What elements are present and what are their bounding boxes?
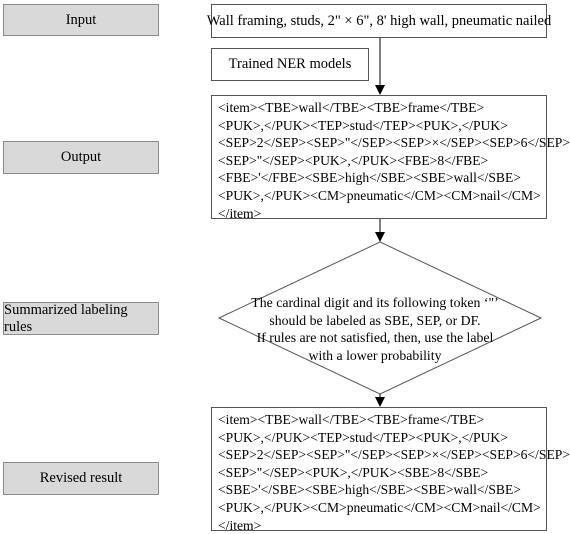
flow-connectors — [217, 38, 543, 407]
rule-line: with a lower probability — [308, 347, 442, 363]
revised-box: <item><TBE>wall</TBE><TBE>frame</TBE> <P… — [211, 407, 570, 533]
revised-line: <item><TBE>wall</TBE><TBE>frame</TBE> — [218, 412, 485, 427]
output-line: <PUK>,</PUK><CM>pneumatic</CM><CM>nail</… — [218, 187, 541, 203]
rule-line: should be labeled as SBE, SEP, or DF. — [269, 312, 481, 328]
revised-line: <PUK>,</PUK><CM>pneumatic</CM><CM>nail</… — [218, 499, 541, 515]
output-box: <item><TBE>wall</TBE><TBE>frame</TBE> <P… — [211, 95, 570, 221]
stage-revised-label: Revised result — [3, 462, 159, 495]
input-text: Wall framing, studs, 2" × 6", 8' high wa… — [206, 12, 552, 29]
rule-line: If rules are not satisfied, then, use th… — [256, 330, 494, 345]
revised-line: <SEP>2</SEP><SEP>"</SEP><SEP>×</SEP><SEP… — [218, 447, 570, 463]
revised-line: <SEP>"</SEP><PUK>,</PUK><SBE>8</SBE> — [218, 464, 489, 480]
rules-text: The cardinal digit and its following tok… — [223, 294, 527, 364]
output-line: </item> — [218, 205, 262, 221]
rule-line: The cardinal digit and its following tok… — [251, 295, 499, 310]
ner-model-box: Trained NER models — [211, 48, 369, 81]
stage-output-label: Output — [3, 141, 159, 174]
revised-line: </item> — [218, 517, 262, 533]
stage-rules-label: Summarized labeling rules — [3, 302, 159, 335]
revised-line: <PUK>,</PUK><TEP>stud</TEP><PUK>,</PUK> — [218, 429, 508, 445]
revised-line: <SBE>'</SBE><SBE>high</SBE><SBE>wall</SB… — [218, 482, 521, 498]
model-text: Trained NER models — [228, 56, 352, 72]
output-line: <SEP>"</SEP><PUK>,</PUK><FBE>8</FBE> — [218, 152, 489, 168]
output-line: <SEP>2</SEP><SEP>"</SEP><SEP>×</SEP><SEP… — [218, 135, 570, 151]
stage-input-label: Input — [3, 4, 159, 36]
output-line: <FBE>'</FBE><SBE>high</SBE><SBE>wall</SB… — [218, 170, 521, 186]
input-box: Wall framing, studs, 2" × 6", 8' high wa… — [207, 4, 551, 38]
output-line: <PUK>,</PUK><TEP>stud</TEP><PUK>,</PUK> — [218, 117, 508, 133]
output-line: <item><TBE>wall</TBE><TBE>frame</TBE> — [218, 100, 485, 115]
